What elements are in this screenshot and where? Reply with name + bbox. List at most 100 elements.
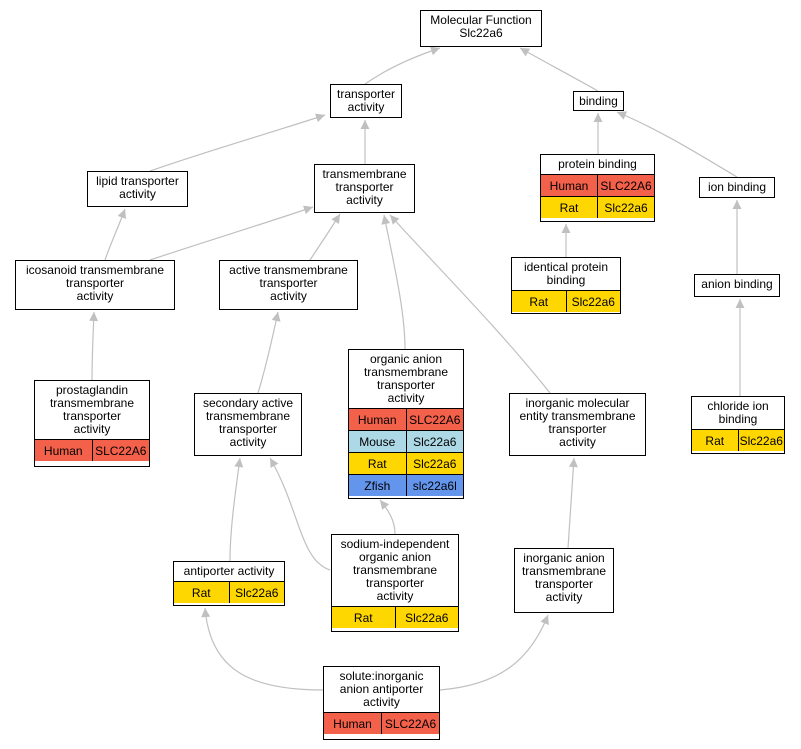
node-label: anion binding [701, 277, 773, 291]
node-label: icosanoid transmembrane transporter acti… [25, 263, 165, 303]
arrowhead-itt-to-tta [303, 205, 313, 215]
node-label: identical protein binding [523, 260, 609, 287]
species-cell: Human [43, 443, 83, 458]
arrowhead-sat-to-att [271, 312, 281, 322]
node-molecular-function[interactable]: Molecular Function Slc22a6 [420, 10, 542, 47]
gene-cell: SLC22A6 [597, 175, 654, 196]
edge-oat-to-tta [383, 214, 406, 350]
edge-itt-to-tta [149, 206, 314, 261]
arrowhead-tta-to-ta [360, 120, 370, 129]
species-cell: Rat [705, 433, 725, 448]
node-solute-inorganic-anion-antiporter-activity[interactable]: solute:inorganic anion antiporter activi… [323, 666, 440, 740]
node-antiporter-activity[interactable]: antiporter activity Rat Slc22a6 [173, 561, 285, 606]
species-cell: Mouse [359, 434, 396, 449]
species-row: Rat Slc22a6 [512, 290, 620, 312]
node-icosanoid-transmembrane-transporter-activity[interactable]: icosanoid transmembrane transporter acti… [15, 260, 175, 310]
arrowhead-pb-to-bind [593, 113, 603, 122]
species-cell: Human [333, 716, 372, 731]
node-binding[interactable]: binding [573, 91, 624, 111]
edge-sio-to-sat [269, 457, 331, 571]
gene-cell: Slc22a6 [405, 453, 464, 474]
node-label: secondary active transmembrane transport… [202, 396, 294, 449]
node-label: solute:inorganic anion antiporter activi… [339, 669, 424, 709]
node-inorganic-molecular-entity-transmembrane-transporter-activity[interactable]: inorganic molecular entity transmembrane… [509, 393, 646, 456]
node-organic-anion-transmembrane-transporter-activity[interactable]: organic anion transmembrane transporter … [348, 349, 464, 499]
edge-pgt-to-itt [91, 311, 95, 381]
arrowhead-sio-to-oat [380, 500, 390, 510]
species-row: Zfish slc22a6l [349, 474, 463, 496]
species-row: Rat Slc22a6 [174, 581, 284, 603]
gene-cell: Slc22a6 [394, 607, 459, 628]
arrowhead-aa-to-sat [234, 458, 244, 468]
arrowhead-cib-to-ab [735, 299, 745, 308]
gene-cell: Slc22a6 [597, 197, 654, 218]
node-sodium-independent-organic-anion-transmembrane-transporter-activity[interactable]: sodium-independent organic anion transme… [331, 534, 459, 632]
node-identical-protein-binding[interactable]: identical protein binding Rat Slc22a6 [511, 257, 621, 314]
species-row: Rat Slc22a6 [541, 196, 654, 218]
node-anion-binding[interactable]: anion binding [694, 274, 780, 297]
species-row: Human SLC22A6 [541, 174, 654, 196]
arrowhead-ab-to-ib [732, 200, 742, 209]
species-cell: Rat [529, 294, 549, 309]
node-transmembrane-transporter-activity[interactable]: transmembrane transporter activity [314, 164, 415, 213]
species-cell: Rat [353, 610, 373, 625]
gene-cell: Slc22a6 [565, 291, 621, 312]
gene-cell: SLC22A6 [381, 713, 439, 734]
node-label: transporter activity [336, 87, 396, 114]
arrowhead-ta-to-mf [430, 46, 440, 56]
node-label: chloride ion binding [707, 399, 769, 426]
species-row: Human SLC22A6 [324, 712, 439, 734]
node-inorganic-anion-transmembrane-transporter-activity[interactable]: inorganic anion transmembrane transporte… [514, 548, 614, 613]
node-label: Molecular Function Slc22a6 [430, 13, 532, 40]
arrowhead-ib-to-bind [617, 111, 628, 120]
arrowhead-iat-to-imt [568, 458, 578, 468]
edge-lta-to-ta [149, 114, 326, 172]
arrowhead-sia-to-aa [201, 608, 211, 618]
node-lipid-transporter-activity[interactable]: lipid transporter activity [87, 171, 188, 207]
node-ion-binding[interactable]: ion binding [699, 177, 775, 198]
node-protein-binding[interactable]: protein binding Human SLC22A6 Rat Slc22a… [540, 154, 655, 222]
species-row: Rat Slc22a6 [332, 606, 458, 628]
node-label: protein binding [558, 157, 637, 171]
node-label: prostaglandin transmembrane transporter … [49, 383, 135, 436]
node-active-transmembrane-transporter-activity[interactable]: active transmembrane transporter activit… [219, 260, 358, 310]
node-chloride-ion-binding[interactable]: chloride ion binding Rat Slc22a6 [691, 396, 785, 454]
edge-aa-to-sat [229, 457, 241, 562]
species-cell: Human [549, 178, 589, 193]
node-label: active transmembrane transporter activit… [229, 263, 348, 303]
gene-cell: SLC22A6 [91, 440, 150, 461]
arrowhead-pgt-to-itt [89, 312, 99, 322]
node-prostaglandin-transmembrane-transporter-activity[interactable]: prostaglandin transmembrane transporter … [34, 380, 150, 467]
node-secondary-active-transmembrane-transporter-activity[interactable]: secondary active transmembrane transport… [194, 393, 302, 456]
species-cell: Rat [367, 456, 387, 471]
gene-cell: slc22a6l [405, 475, 464, 496]
species-row: Human SLC22A6 [349, 408, 463, 430]
edge-imt-to-tta [389, 214, 551, 394]
species-row: Rat Slc22a6 [692, 429, 784, 451]
node-label: lipid transporter activity [96, 174, 179, 201]
species-cell: Rat [559, 200, 579, 215]
arrowhead-ipb-to-pb [561, 224, 571, 233]
edge-bind-to-mf [519, 47, 599, 92]
arrowhead-sio-to-sat [270, 458, 279, 469]
species-cell: Zfish [364, 478, 391, 493]
gene-cell: Slc22a6 [737, 430, 785, 451]
species-cell: Rat [191, 585, 211, 600]
arrowhead-sia-to-iat [540, 615, 549, 626]
node-label: sodium-independent organic anion transme… [340, 537, 450, 603]
gene-cell: SLC22A6 [405, 409, 464, 430]
gene-cell: Slc22a6 [405, 431, 464, 452]
arrowhead-lta-to-ta [315, 113, 325, 123]
species-row: Rat Slc22a6 [349, 452, 463, 474]
gene-cell: Slc22a6 [228, 582, 285, 603]
edge-sia-to-aa [204, 607, 324, 691]
edge-sia-to-iat [439, 614, 549, 691]
node-label: organic anion transmembrane transporter … [363, 352, 449, 405]
species-cell: Human [357, 412, 397, 427]
edge-iat-to-imt [567, 457, 575, 549]
node-transporter-activity[interactable]: transporter activity [330, 84, 402, 118]
node-label: inorganic molecular entity transmembrane… [519, 396, 636, 449]
edge-sat-to-att [257, 311, 279, 394]
node-label: ion binding [707, 180, 767, 194]
